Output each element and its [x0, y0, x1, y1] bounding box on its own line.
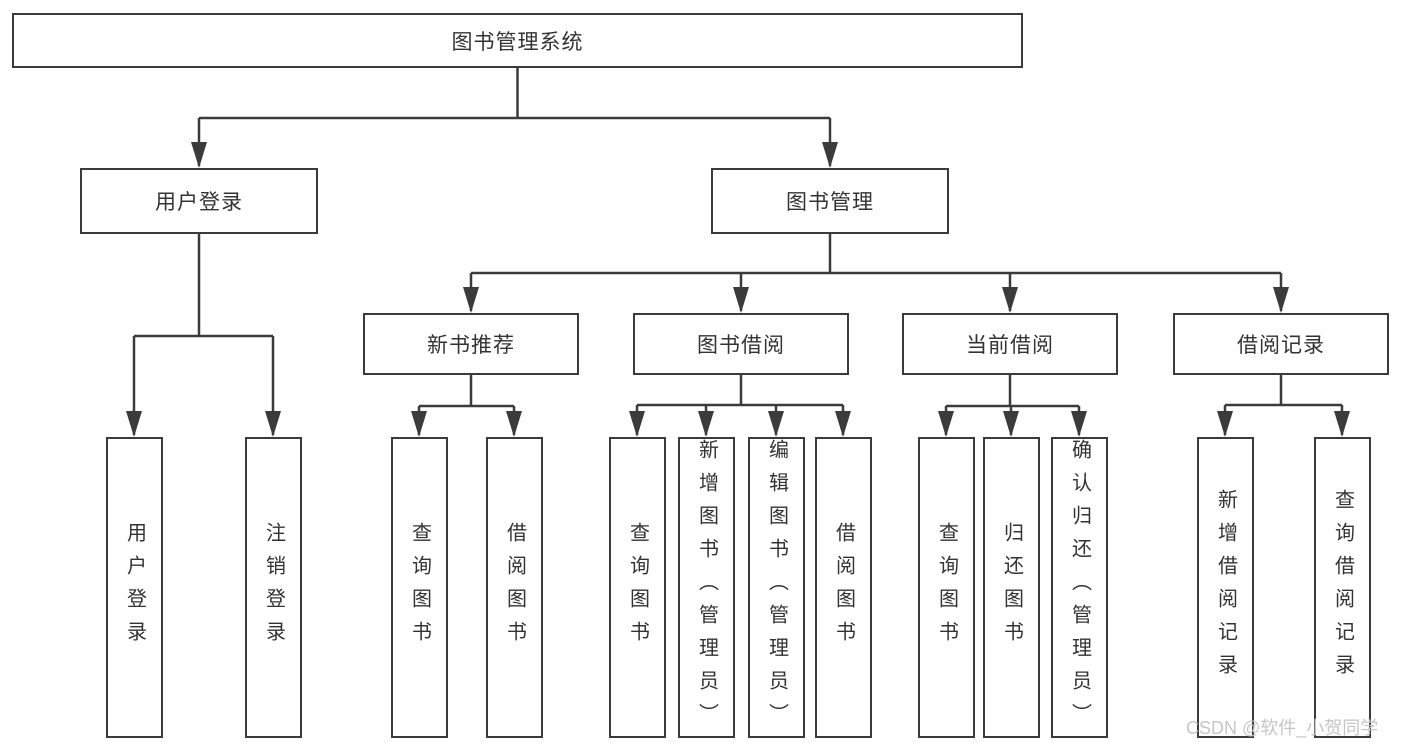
leaf-borrow-books-recommend: 借阅图书 [486, 437, 543, 738]
node-label: 新书推荐 [427, 334, 515, 357]
leaf-label: 新增借阅记录 [1214, 488, 1237, 687]
leaf-label: 新增图书（管理员） [695, 439, 718, 736]
leaf-label: 编辑图书（管理员） [765, 439, 788, 736]
leaf-logout: 注销登录 [245, 437, 302, 738]
leaf-label: 归还图书 [1000, 521, 1023, 654]
leaf-label: 用户登录 [123, 521, 146, 654]
leaf-label: 借阅图书 [832, 521, 855, 654]
node-borrow-records: 借阅记录 [1173, 313, 1389, 375]
node-label: 图书借阅 [697, 334, 785, 357]
leaf-add-book-admin: 新增图书（管理员） [678, 437, 735, 738]
leaf-label: 查询借阅记录 [1331, 488, 1354, 687]
node-label: 图书管理系统 [451, 30, 584, 54]
leaf-label: 查询图书 [408, 521, 431, 654]
leaf-label: 查询图书 [626, 521, 649, 654]
node-label: 当前借阅 [966, 334, 1054, 357]
leaf-query-borrow-record: 查询借阅记录 [1314, 437, 1371, 738]
leaf-label: 借阅图书 [503, 521, 526, 654]
leaf-user-login: 用户登录 [106, 437, 163, 738]
leaf-confirm-return-admin: 确认归还（管理员） [1051, 437, 1108, 738]
leaf-label: 确认归还（管理员） [1068, 439, 1091, 736]
leaf-add-borrow-record: 新增借阅记录 [1197, 437, 1254, 738]
leaf-query-books-borrow: 查询图书 [609, 437, 666, 738]
node-book-management: 图书管理 [711, 168, 949, 234]
node-label: 借阅记录 [1237, 334, 1325, 357]
leaf-label: 注销登录 [262, 521, 285, 654]
leaf-query-books-current: 查询图书 [918, 437, 975, 738]
node-user-login: 用户登录 [80, 168, 318, 234]
node-current-borrow: 当前借阅 [902, 313, 1118, 375]
leaf-label: 查询图书 [935, 521, 958, 654]
node-label: 用户登录 [155, 191, 243, 214]
leaf-edit-book-admin: 编辑图书（管理员） [748, 437, 805, 738]
node-book-borrow: 图书借阅 [633, 313, 849, 375]
tree-lines [132, 68, 1344, 435]
leaf-return-books: 归还图书 [983, 437, 1040, 738]
arrowhead-icons [126, 142, 1350, 437]
leaf-query-books-recommend: 查询图书 [391, 437, 448, 738]
node-library-system: 图书管理系统 [12, 13, 1023, 68]
node-label: 图书管理 [786, 191, 874, 214]
watermark: CSDN @软件_小贺同学 [1186, 718, 1379, 738]
node-new-book-recommend: 新书推荐 [363, 313, 579, 375]
leaf-borrow-books: 借阅图书 [815, 437, 872, 738]
